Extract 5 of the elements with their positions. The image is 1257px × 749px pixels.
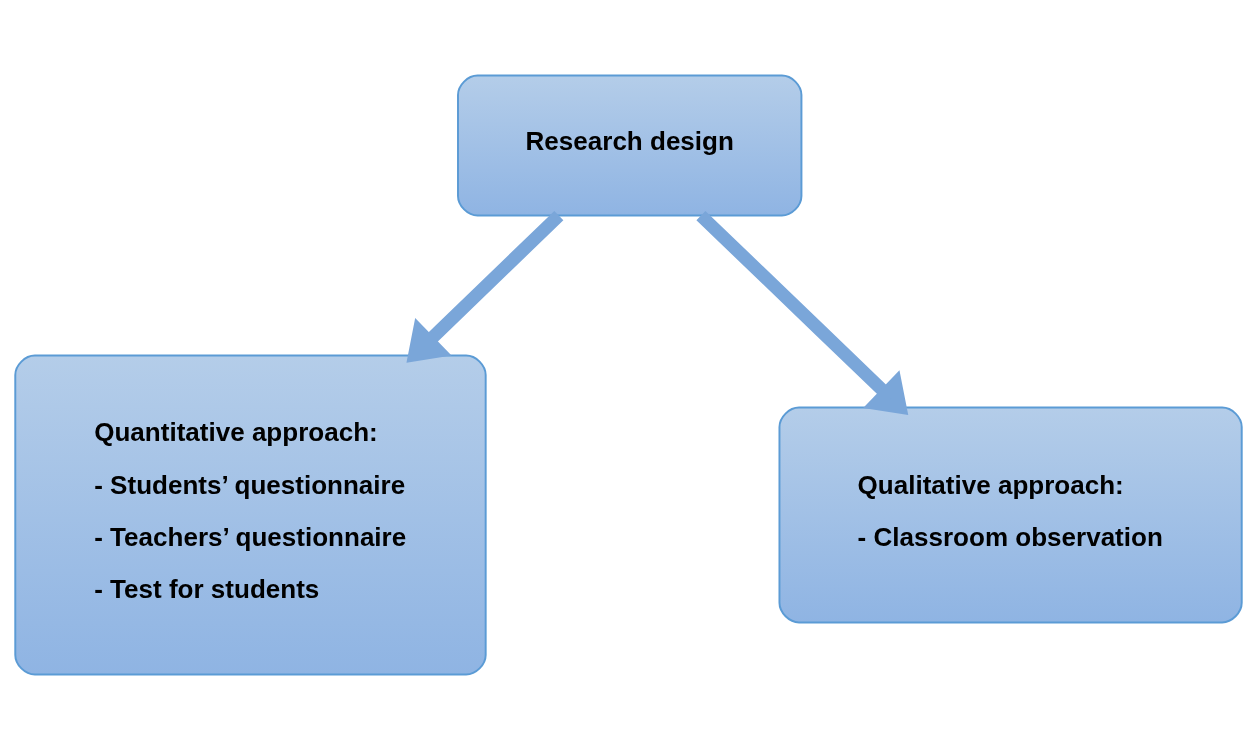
arrow xyxy=(696,210,909,415)
node-box: Quantitative approach: - Students’ questionnaire - Teachers’ questionnaire - Test for students xyxy=(14,354,487,675)
node-box: Research design xyxy=(457,74,803,216)
node-box: Qualitative approach: - Classroom observation xyxy=(778,406,1243,623)
arrow xyxy=(406,210,564,363)
